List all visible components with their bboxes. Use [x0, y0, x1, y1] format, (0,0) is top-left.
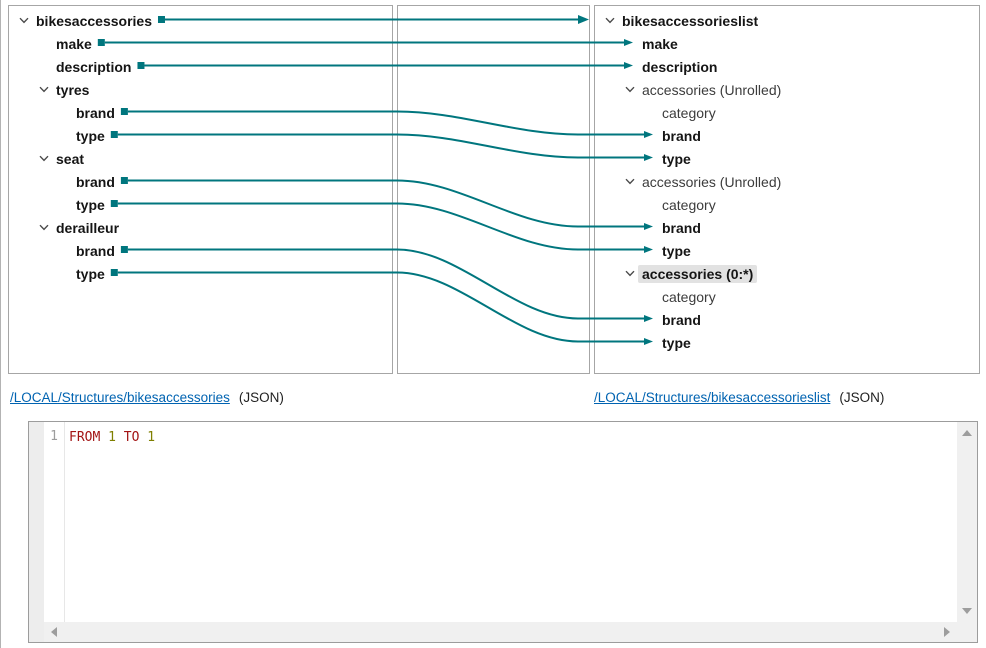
source-tree: bikesaccessories make description tyres bran… — [9, 6, 392, 285]
code-token: 1 — [147, 430, 156, 445]
code-editor[interactable]: 1 FROM 1 TO 1 — [28, 421, 978, 643]
node-label: type — [76, 265, 105, 282]
node-label: accessories (0:*) — [638, 264, 758, 283]
source-node-type[interactable]: type — [9, 262, 392, 285]
target-node-brand[interactable]: brand — [595, 308, 979, 331]
chevron-down-icon[interactable] — [625, 86, 642, 93]
source-node-derailleur[interactable]: derailleur — [9, 216, 392, 239]
scroll-down-icon[interactable] — [962, 608, 972, 614]
target-node-brand[interactable]: brand — [595, 124, 979, 147]
code-token: TO — [123, 430, 140, 445]
source-node-brand[interactable]: brand — [9, 170, 392, 193]
line-number: 1 — [50, 429, 58, 444]
target-node-make[interactable]: make — [595, 32, 979, 55]
gutter-separator — [64, 422, 65, 622]
node-label: description — [642, 58, 718, 75]
node-label: type — [662, 150, 691, 167]
scroll-up-icon[interactable] — [962, 430, 972, 436]
target-node-type[interactable]: type — [595, 331, 979, 354]
scrollbar-corner — [957, 622, 977, 642]
target-node-type[interactable]: type — [595, 147, 979, 170]
chevron-down-icon[interactable] — [39, 155, 56, 162]
node-label: bikesaccessories — [36, 12, 152, 29]
target-node-accessories-unrolled[interactable]: accessories (Unrolled) — [595, 78, 979, 101]
target-node-type[interactable]: type — [595, 239, 979, 262]
target-node-bikesaccessorieslist[interactable]: bikesaccessorieslist — [595, 9, 979, 32]
node-label: category — [662, 196, 716, 213]
target-node-brand[interactable]: brand — [595, 216, 979, 239]
node-label: brand — [76, 104, 115, 121]
node-label: make — [642, 35, 678, 52]
code-token: FROM — [69, 430, 101, 445]
scroll-right-icon[interactable] — [944, 627, 950, 637]
node-label: brand — [662, 127, 701, 144]
target-structure-link[interactable]: /LOCAL/Structures/bikesaccessorieslist — [594, 390, 831, 405]
node-label: brand — [662, 311, 701, 328]
code-token: 1 — [108, 430, 116, 445]
source-tree-panel: bikesaccessories make description tyres bran… — [8, 5, 393, 374]
source-node-make[interactable]: make — [9, 32, 392, 55]
target-node-accessories-0[interactable]: accessories (0:*) — [595, 262, 979, 285]
editor-margin-strip — [29, 422, 44, 642]
horizontal-scrollbar[interactable] — [44, 622, 957, 642]
node-label: tyres — [56, 81, 90, 98]
node-label: make — [56, 35, 92, 52]
source-node-tyres[interactable]: tyres — [9, 78, 392, 101]
node-label: seat — [56, 150, 85, 167]
node-label: description — [56, 58, 132, 75]
chevron-down-icon[interactable] — [39, 86, 56, 93]
node-label: type — [662, 334, 691, 351]
code-token — [100, 430, 108, 445]
target-node-category[interactable]: category — [595, 285, 979, 308]
window-edge-line — [0, 0, 1, 648]
target-tree: bikesaccessorieslist make description acces… — [595, 6, 979, 354]
structure-links-row: /LOCAL/Structures/bikesaccessories (JSON)… — [0, 388, 986, 410]
target-node-description[interactable]: description — [595, 55, 979, 78]
source-node-seat[interactable]: seat — [9, 147, 392, 170]
source-node-type[interactable]: type — [9, 124, 392, 147]
target-node-category[interactable]: category — [595, 193, 979, 216]
node-label: category — [662, 104, 716, 121]
node-label: accessories (Unrolled) — [642, 81, 782, 98]
source-node-type[interactable]: type — [9, 193, 392, 216]
node-label: bikesaccessorieslist — [622, 12, 759, 29]
target-tree-panel: bikesaccessorieslist make description acces… — [594, 5, 980, 374]
node-label: type — [76, 196, 105, 213]
target-format-label: (JSON) — [839, 390, 885, 405]
node-label: brand — [662, 219, 701, 236]
source-node-brand[interactable]: brand — [9, 239, 392, 262]
source-node-description[interactable]: description — [9, 55, 392, 78]
node-label: brand — [76, 242, 115, 259]
target-node-category[interactable]: category — [595, 101, 979, 124]
node-label: type — [662, 242, 691, 259]
source-node-brand[interactable]: brand — [9, 101, 392, 124]
chevron-down-icon[interactable] — [625, 178, 642, 185]
mapping-canvas[interactable] — [397, 5, 590, 374]
source-structure-link[interactable]: /LOCAL/Structures/bikesaccessories — [10, 390, 230, 405]
node-label: category — [662, 288, 716, 305]
vertical-scrollbar[interactable] — [957, 422, 977, 622]
chevron-down-icon[interactable] — [605, 17, 622, 24]
source-node-bikesaccessories[interactable]: bikesaccessories — [9, 9, 392, 32]
scroll-left-icon[interactable] — [51, 627, 57, 637]
chevron-down-icon[interactable] — [19, 17, 36, 24]
node-label: type — [76, 127, 105, 144]
target-node-accessories-unrolled[interactable]: accessories (Unrolled) — [595, 170, 979, 193]
node-label: accessories (Unrolled) — [642, 173, 782, 190]
node-label: derailleur — [56, 219, 120, 236]
code-token — [116, 430, 124, 445]
node-label: brand — [76, 173, 115, 190]
code-line[interactable]: FROM 1 TO 1 — [69, 429, 155, 446]
source-format-label: (JSON) — [238, 390, 284, 405]
chevron-down-icon[interactable] — [39, 224, 56, 231]
